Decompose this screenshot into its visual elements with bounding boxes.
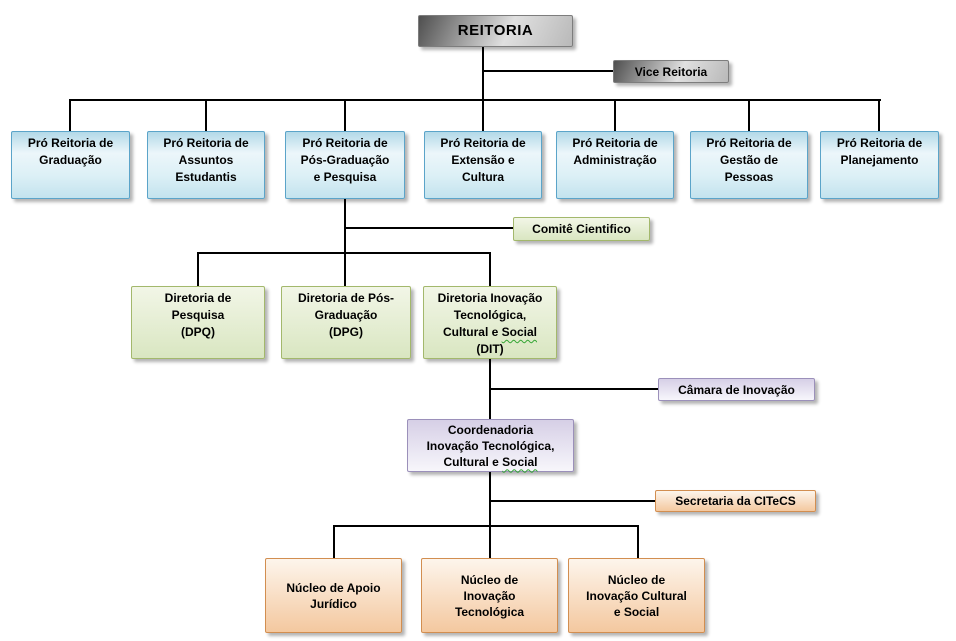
- box-reitoria: REITORIA: [418, 15, 573, 47]
- box-label: Núcleo de Inovação Cultural e Social: [586, 572, 687, 619]
- box-pro-reitoria-extensao: Pró Reitoria de Extensão e Cultura: [424, 131, 542, 199]
- box-diretoria-inovacao-dit: Diretoria Inovação Tecnológica, Cultural…: [423, 286, 557, 359]
- box-pro-reitoria-assuntos-estudantis: Pró Reitoria de Assuntos Estudantis: [147, 131, 265, 199]
- connector-drop-nucleo-juridico: [333, 525, 335, 559]
- connector-drop-graduacao: [69, 99, 71, 131]
- box-label: Câmara de Inovação: [678, 382, 795, 397]
- box-diretoria-pesquisa-dpq: Diretoria de Pesquisa (DPQ): [131, 286, 265, 359]
- box-nucleo-inovacao-tecnologica: Núcleo de Inovação Tecnológica: [421, 558, 558, 633]
- connector-bus-pro-reitorias: [69, 99, 881, 101]
- box-diretoria-pos-graduacao-dpg: Diretoria de Pós- Graduação (DPG): [281, 286, 411, 359]
- connector-camara: [489, 388, 658, 390]
- connector-vice-reitoria: [482, 70, 613, 72]
- box-label: Coordenadoria Inovação Tecnológica, Cult…: [408, 422, 573, 470]
- box-vice-reitoria: Vice Reitoria: [613, 60, 729, 83]
- box-pro-reitoria-administracao: Pró Reitoria de Administração: [556, 131, 674, 199]
- connector-drop-nucleo-cultural: [637, 525, 639, 559]
- box-label: Pró Reitoria de Extensão e Cultura: [440, 136, 526, 184]
- label-pre: Coordenadoria Inovação Tecnológica, Cult…: [426, 422, 555, 469]
- box-label: Pró Reitoria de Pós-Graduação e Pesquisa: [300, 136, 390, 184]
- connector-root-spine: [482, 47, 484, 131]
- box-label: Diretoria de Pesquisa (DPQ): [164, 291, 232, 339]
- box-label: Núcleo de Apoio Jurídico: [286, 580, 381, 611]
- connector-drop-dpg: [344, 252, 346, 286]
- connector-bus-nucleos: [333, 525, 639, 527]
- box-label: Diretoria de Pós- Graduação (DPG): [297, 291, 395, 339]
- box-label: Pró Reitoria de Assuntos Estudantis: [163, 136, 249, 184]
- connector-secretaria: [489, 500, 655, 502]
- box-label: Pró Reitoria de Planejamento: [836, 136, 923, 167]
- connector-spine-diretorias: [344, 198, 346, 254]
- box-pro-reitoria-gestao-pessoas: Pró Reitoria de Gestão de Pessoas: [690, 131, 808, 199]
- box-label: Pró Reitoria de Graduação: [27, 136, 114, 167]
- box-nucleo-apoio-juridico: Núcleo de Apoio Jurídico: [265, 558, 402, 633]
- connector-drop-administracao: [614, 99, 616, 131]
- box-nucleo-inovacao-cultural-social: Núcleo de Inovação Cultural e Social: [568, 558, 705, 633]
- box-pro-reitoria-planejamento: Pró Reitoria de Planejamento: [820, 131, 939, 199]
- label-wavy: Social: [502, 454, 538, 469]
- connector-comite: [344, 227, 513, 229]
- box-comite-cientifico: Comitê Cientifico: [513, 217, 650, 241]
- label-wavy: Social: [501, 325, 538, 339]
- box-label: Pró Reitoria de Administração: [572, 136, 658, 167]
- connector-drop-dit: [489, 252, 491, 286]
- box-secretaria-citecs: Secretaria da CITeCS: [655, 490, 816, 512]
- connector-drop-planejamento: [878, 99, 880, 131]
- box-coordenadoria-citecs: Coordenadoria Inovação Tecnológica, Cult…: [407, 419, 574, 472]
- box-camara-inovacao: Câmara de Inovação: [658, 378, 815, 401]
- box-vice-reitoria-label: Vice Reitoria: [634, 64, 708, 79]
- label-post: (DIT): [476, 342, 504, 356]
- box-label: Núcleo de Inovação Tecnológica: [454, 572, 525, 619]
- box-label: Comitê Cientifico: [532, 222, 631, 236]
- box-label: Diretoria Inovação Tecnológica, Cultural…: [424, 290, 556, 358]
- label-pre: Diretoria Inovação Tecnológica, Cultural…: [437, 291, 543, 339]
- connector-drop-gestao: [748, 99, 750, 131]
- connector-drop-dpq: [197, 252, 199, 286]
- box-label: Secretaria da CITeCS: [675, 494, 796, 508]
- connector-spine-nucleos: [489, 471, 491, 559]
- box-pro-reitoria-pos-graduacao: Pró Reitoria de Pós-Graduação e Pesquisa: [285, 131, 405, 199]
- box-reitoria-label: REITORIA: [457, 22, 534, 39]
- connector-drop-assuntos: [205, 99, 207, 131]
- box-pro-reitoria-graduacao: Pró Reitoria de Graduação: [11, 131, 130, 199]
- box-label: Pró Reitoria de Gestão de Pessoas: [706, 136, 792, 184]
- connector-drop-pos-graduacao: [344, 99, 346, 131]
